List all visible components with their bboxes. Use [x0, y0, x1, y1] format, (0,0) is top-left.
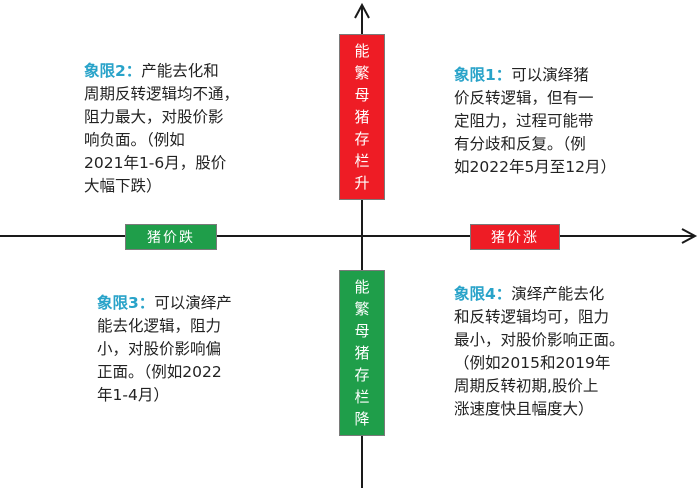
quadrant-line: 定阻力，过程可能带: [454, 112, 594, 130]
axis-label-pig-price-up: 猪价涨: [470, 224, 560, 250]
axis-label-char: 能: [354, 278, 370, 296]
axis-label-char: 猪: [354, 108, 370, 126]
quadrant-line: 正面。（例如2022: [97, 363, 222, 381]
quadrant-title: 象限4：: [454, 285, 512, 303]
axis-label-char: 降: [354, 410, 370, 428]
quadrant-line: 象限2：产能去化和: [84, 60, 239, 83]
axis-label-char: 存: [354, 130, 370, 148]
horizontal-axis: [0, 228, 698, 244]
quadrant-line: 最小，对股价影响正面。: [454, 331, 625, 349]
quadrant-line: 周期反转初期,股价上: [454, 377, 599, 395]
quadrant-line: 2021年1-6月，股价: [84, 154, 227, 172]
quadrant-line: 和反转逻辑均可，阻力: [454, 308, 610, 326]
quadrant-line: 有分歧和反复。（例: [454, 135, 586, 153]
quadrant-text-segment: 演绎产能去化: [511, 285, 605, 303]
quadrant-title: 象限3：: [97, 294, 155, 312]
axis-label-char: 升: [354, 174, 370, 192]
axis-label-char: 母: [354, 86, 370, 104]
quadrant-text-segment: 产能去化和: [141, 62, 219, 80]
quadrant-title: 象限2：: [84, 62, 142, 80]
axis-label-sow-inventory-up: 能 繁 母 猪 存 栏 升: [339, 34, 385, 200]
quadrant-4-text: 象限4：演绎产能去化 和反转逻辑均可，阻力 最小，对股价影响正面。 （例如201…: [454, 283, 625, 421]
axis-label-char: 存: [354, 366, 370, 384]
quadrant-title: 象限1：: [454, 66, 512, 84]
quadrant-2-text: 象限2：产能去化和 周期反转逻辑均不通， 阻力最大，对股价影 响负面。（例如 2…: [84, 60, 239, 198]
axis-label-char: 栏: [354, 388, 370, 406]
quadrant-line: 小，对股价影响偏: [97, 340, 222, 358]
quadrant-line: 涨速度快且幅度大）: [454, 400, 594, 418]
quadrant-line: （例如2015和2019年: [454, 354, 611, 372]
axis-label-char: 繁: [354, 64, 370, 82]
quadrant-1-text: 象限1：可以演绎猪 价反转逻辑，但有一 定阻力，过程可能带 有分歧和反复。（例 …: [454, 64, 616, 179]
quadrant-3-text: 象限3：可以演绎产 能去化逻辑，阻力 小，对股价影响偏 正面。（例如2022 年…: [97, 292, 232, 407]
quadrant-line: 象限3：可以演绎产: [97, 292, 232, 315]
axis-label-sow-inventory-down: 能 繁 母 猪 存 栏 降: [339, 270, 385, 436]
axis-label-pig-price-down: 猪价跌: [125, 224, 217, 250]
axis-label-char: 繁: [354, 300, 370, 318]
axis-label-char: 栏: [354, 152, 370, 170]
axis-label-char: 猪: [354, 344, 370, 362]
axis-label-char: 母: [354, 322, 370, 340]
quadrant-line: 大幅下跌）: [84, 177, 162, 195]
quadrant-text-segment: 可以演绎产: [154, 294, 232, 312]
quadrant-line: 价反转逻辑，但有一: [454, 89, 594, 107]
quadrant-text-segment: 可以演绎猪: [511, 66, 589, 84]
quadrant-line: 阻力最大，对股价影: [84, 108, 224, 126]
quadrant-line: 如2022年5月至12月）: [454, 158, 617, 176]
quadrant-line: 能去化逻辑，阻力: [97, 317, 222, 335]
quadrant-line: 象限1：可以演绎猪: [454, 64, 616, 87]
quadrant-line: 周期反转逻辑均不通，: [84, 85, 240, 103]
axis-label-char: 能: [354, 42, 370, 60]
quadrant-line: 响负面。（例如: [84, 131, 185, 149]
quadrant-line: 年1-4月）: [97, 386, 169, 404]
quadrant-line: 象限4：演绎产能去化: [454, 283, 625, 306]
